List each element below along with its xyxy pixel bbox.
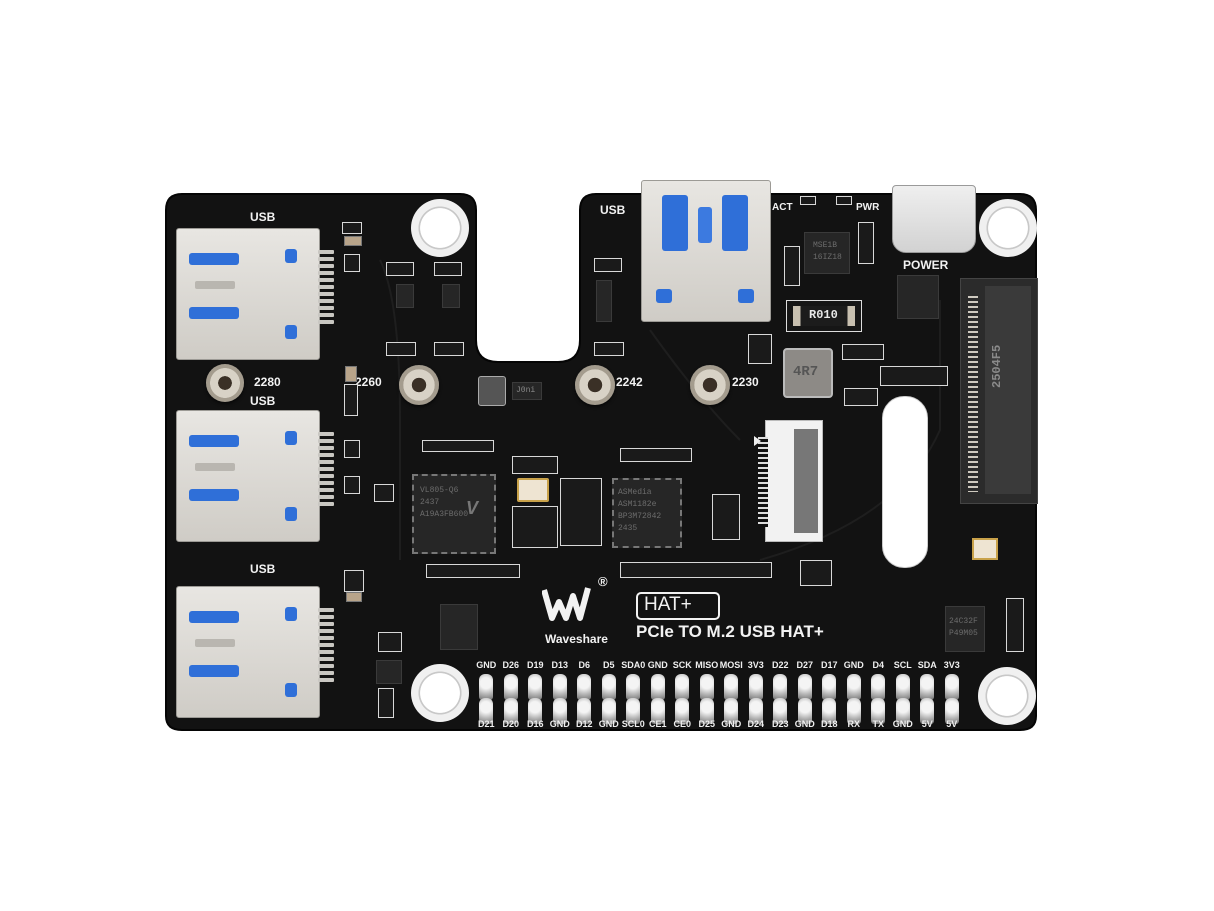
standoff-2260 — [399, 365, 439, 405]
smd-component — [378, 688, 394, 718]
smd-component — [344, 254, 360, 272]
hat-plus-badge: HAT+ — [636, 592, 720, 620]
pcie-switch-chip: ASMedia ASM1182e BP3M72842 2435 — [612, 478, 682, 548]
smd-component — [560, 478, 602, 546]
gpio-pins-row-1 — [479, 674, 969, 700]
transistor — [596, 280, 612, 322]
capacitor — [346, 592, 362, 602]
smd-component — [344, 440, 360, 458]
smd-component — [434, 262, 462, 276]
power-label: POWER — [903, 258, 949, 272]
smd-component — [594, 342, 624, 356]
smd-component — [434, 342, 464, 356]
board-cutout — [882, 396, 928, 568]
smd-component — [344, 570, 364, 592]
smd-component — [880, 366, 948, 386]
capacitor — [345, 366, 357, 382]
pin1-marker-icon — [754, 436, 761, 446]
mounting-hole-top-right — [979, 199, 1037, 257]
standoff-2242 — [575, 365, 615, 405]
usb-label: USB — [250, 394, 276, 408]
mounting-hole-bottom-left — [411, 664, 469, 722]
brand-name: Waveshare — [545, 632, 608, 646]
eeprom-chip: 24C32F P49M05 — [945, 606, 985, 652]
size-label-2260: 2260 — [355, 375, 382, 389]
mounting-hole-top-left — [411, 199, 469, 257]
smd-component — [512, 456, 558, 474]
smd-component — [620, 562, 772, 578]
usb-label: USB — [600, 203, 626, 217]
size-label-2230: 2230 — [732, 375, 759, 389]
power-ic: MSE1B 16IZ18 — [804, 232, 850, 274]
standoff-2230 — [690, 365, 730, 405]
smd-component — [426, 564, 520, 578]
smd-component — [378, 632, 402, 652]
smd-component — [344, 384, 358, 416]
regulator-ic: J0ni — [512, 382, 542, 400]
smd-component — [594, 258, 622, 272]
crystal-oscillator — [972, 538, 998, 560]
smd-component — [422, 440, 494, 452]
usb-label: USB — [250, 210, 276, 224]
smd-component — [342, 222, 362, 234]
smd-component — [712, 494, 740, 540]
act-led — [800, 196, 816, 205]
smd-component — [386, 262, 414, 276]
capacitor — [344, 236, 362, 246]
smd-component — [784, 246, 800, 286]
power-switch-ic — [897, 275, 939, 319]
smd-component — [344, 476, 360, 494]
usb-power-switch-chip — [440, 604, 478, 650]
smd-component — [512, 506, 558, 548]
smd-component — [842, 344, 884, 360]
act-led-label: ACT — [772, 202, 793, 213]
transistor — [396, 284, 414, 308]
smd-component — [620, 448, 692, 462]
product-title: PCIe TO M.2 USB HAT+ — [636, 622, 824, 641]
smd-component — [748, 334, 772, 364]
shunt-resistor: R010 — [786, 300, 862, 332]
smd-component — [386, 342, 416, 356]
usb-label: USB — [250, 562, 276, 576]
pcie-fpc-connector — [758, 420, 823, 542]
via-logo-icon: V — [466, 498, 479, 518]
standoff-2280 — [206, 364, 244, 402]
waveshare-logo-icon — [542, 587, 591, 621]
transistor — [376, 660, 402, 684]
gpio-pins-row-2 — [479, 698, 969, 724]
crystal-oscillator — [517, 478, 549, 502]
size-label-2280: 2280 — [254, 375, 281, 389]
mounting-hole-bottom-right — [978, 667, 1036, 725]
size-label-2242: 2242 — [616, 375, 643, 389]
inductor: 4R7 — [783, 348, 833, 398]
pwr-led — [836, 196, 852, 205]
small-inductor — [478, 376, 506, 406]
transistor — [442, 284, 460, 308]
smd-component — [858, 222, 874, 264]
registered-mark: ® — [598, 574, 608, 589]
smd-component — [800, 560, 832, 586]
usb-hub-chip: VL805-Q6 2437 A19A3FB600 V — [412, 474, 496, 554]
smd-component — [1006, 598, 1024, 652]
pwr-led-label: PWR — [856, 202, 880, 213]
smd-component — [374, 484, 394, 502]
smd-component — [844, 388, 878, 406]
